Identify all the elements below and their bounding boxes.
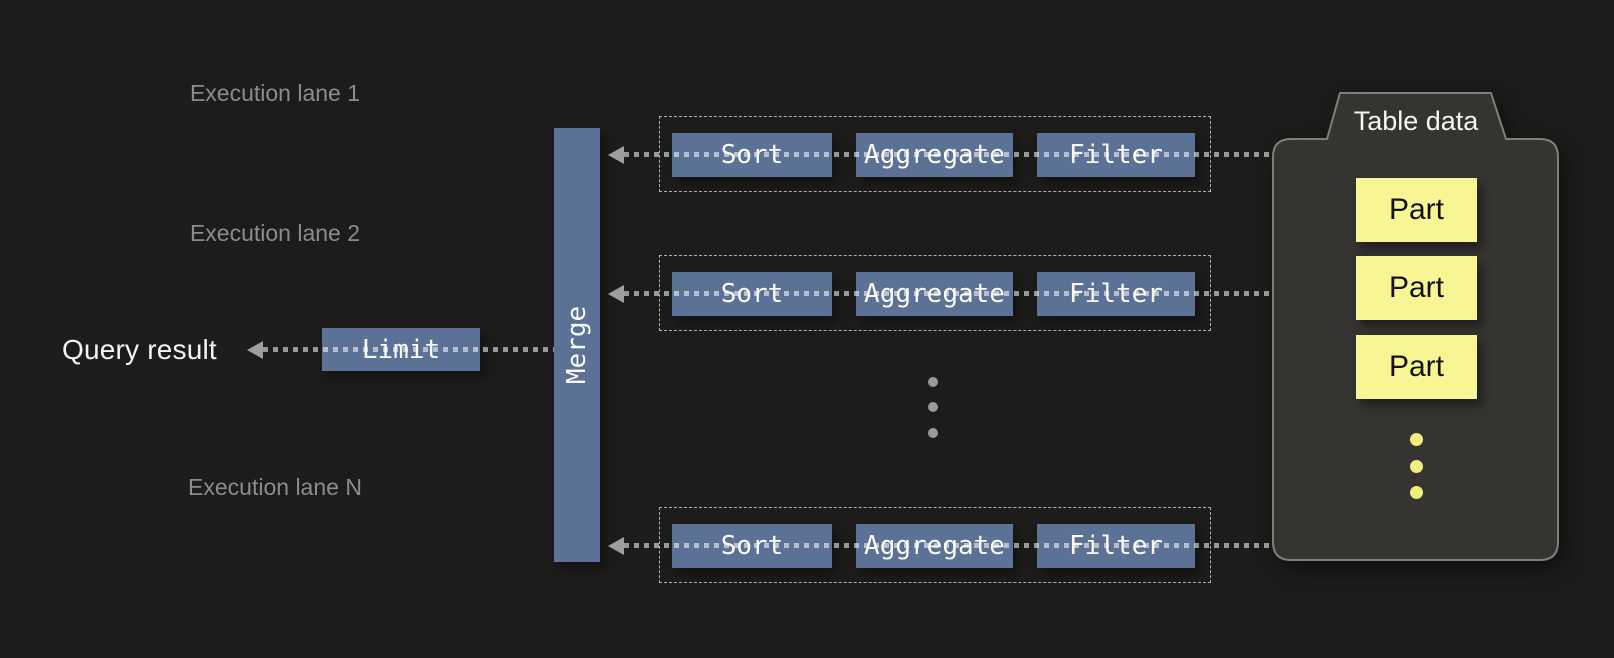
parts-ellipsis-dot — [1410, 460, 1423, 473]
part-label: Part — [1388, 271, 1445, 304]
lane-2-title: Execution lane 2 — [189, 220, 361, 246]
lane-1-arrow-to-merge-icon — [608, 146, 624, 164]
table-part-box: Part — [1356, 256, 1477, 320]
merge-operator-label: Merge — [562, 305, 592, 385]
table-part-box: Part — [1356, 335, 1477, 399]
lanes-ellipsis-dot — [928, 377, 938, 387]
lane-1-connector — [624, 152, 1273, 157]
lane-n-arrow-to-merge-icon — [608, 537, 624, 555]
part-label: Part — [1388, 350, 1445, 383]
lane-n-connector — [624, 543, 1273, 548]
parts-ellipsis-dot — [1410, 433, 1423, 446]
lane-2-connector — [624, 291, 1273, 296]
table-data-container — [1272, 92, 1559, 561]
merge-operator-bar: Merge — [554, 128, 600, 562]
lane-1-title: Execution lane 1 — [189, 80, 361, 106]
lanes-ellipsis-dot — [928, 428, 938, 438]
limit-to-result-connector — [263, 347, 554, 352]
query-result-label: Query result — [62, 334, 217, 365]
parts-ellipsis-dot — [1410, 486, 1423, 499]
lane-2-arrow-to-merge-icon — [608, 285, 624, 303]
part-label: Part — [1388, 193, 1445, 226]
arrow-to-query-result-icon — [247, 341, 263, 359]
table-part-box: Part — [1356, 178, 1477, 242]
table-data-title: Table data — [1353, 106, 1479, 136]
lane-n-title: Execution lane N — [188, 474, 362, 500]
lanes-ellipsis-dot — [928, 402, 938, 412]
